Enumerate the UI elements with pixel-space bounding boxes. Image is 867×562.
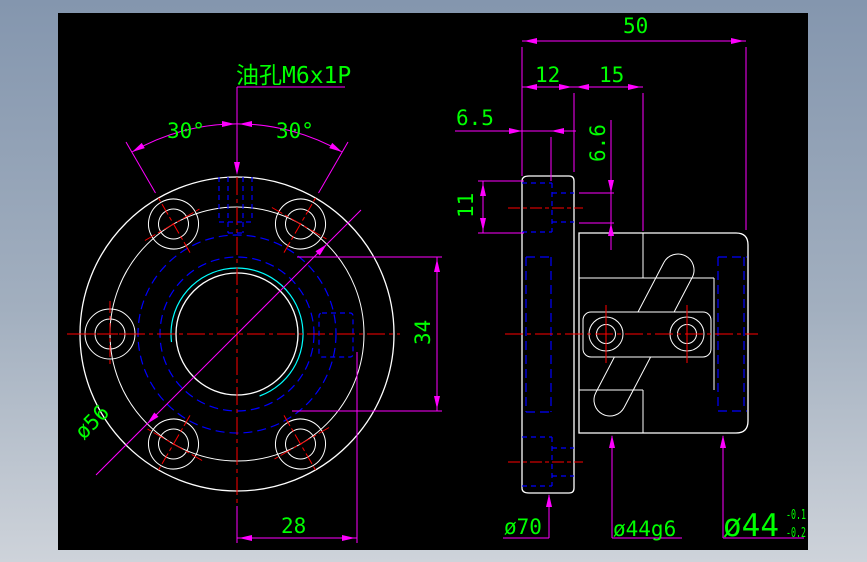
frame-right-border <box>808 0 867 562</box>
hole-offset-label[interactable]: 28 <box>281 514 306 538</box>
oil-hole-hidden-lines[interactable] <box>218 177 253 234</box>
pilot-dia-label[interactable]: ø44g6 <box>613 517 676 541</box>
cbore-dia-label[interactable]: 11 <box>454 193 478 218</box>
pilot-dia-leader[interactable] <box>609 435 682 539</box>
overall-length-dimension[interactable] <box>522 38 746 44</box>
bore-dia-label[interactable]: ø44 <box>723 508 779 544</box>
recess-width-label[interactable]: 34 <box>411 320 435 345</box>
flange-width-label[interactable]: 12 <box>535 63 560 87</box>
flange-hole-hidden-top[interactable] <box>522 182 574 233</box>
flange-plate-outline[interactable] <box>521 175 575 494</box>
thread-arc[interactable] <box>170 267 304 397</box>
hole-offset-dimension[interactable] <box>236 352 358 543</box>
side-view[interactable] <box>505 175 758 494</box>
extension-lines[interactable] <box>521 47 747 231</box>
diagonal-slot[interactable] <box>593 253 695 417</box>
drawing-area[interactable] <box>58 13 808 550</box>
overall-length-label[interactable]: 50 <box>623 14 648 38</box>
cbore-depth-label[interactable]: 6.5 <box>456 106 494 130</box>
bolt-circle-dimension[interactable] <box>95 209 362 476</box>
cbore-depth-dimension[interactable] <box>455 128 576 134</box>
angle-right-label[interactable]: 30° <box>276 119 314 143</box>
bore-tol-lower-label[interactable]: -0.2 <box>786 526 806 541</box>
bore-dia-leader[interactable] <box>720 435 804 539</box>
side-view-dimensions[interactable]: 50 12 15 6.5 6.6 <box>454 14 806 544</box>
flange-dia-leader[interactable] <box>503 494 552 539</box>
angle-dimension[interactable] <box>125 121 349 194</box>
flange-dia-label[interactable]: ø70 <box>504 515 542 539</box>
flange-hole-hidden-bottom[interactable] <box>522 436 574 487</box>
slot-hidden-rect[interactable] <box>318 312 354 358</box>
body-step-label[interactable]: 15 <box>599 63 624 87</box>
oil-hole-label[interactable]: 油孔M6x1P <box>236 63 351 89</box>
hole-dia-dimension[interactable] <box>579 120 614 250</box>
hole-dia-label[interactable]: 6.6 <box>586 124 610 162</box>
frame-left-border <box>0 0 58 562</box>
body-inner-edges[interactable] <box>579 233 715 433</box>
bore-tol-upper-label[interactable]: -0.1 <box>786 508 806 523</box>
bolt-hole[interactable] <box>255 179 345 269</box>
body-outline[interactable] <box>578 232 749 434</box>
angle-left-label[interactable]: 30° <box>167 119 205 143</box>
bolt-hole[interactable] <box>128 399 218 489</box>
oil-hole-leader[interactable] <box>234 86 345 175</box>
bolt-hole[interactable] <box>255 399 345 489</box>
flange-width-dimension[interactable] <box>522 84 643 90</box>
front-view[interactable] <box>67 176 400 505</box>
frame-top-border <box>0 0 867 13</box>
cbore-dia-dimension[interactable] <box>478 180 524 234</box>
recess-width-dimension[interactable] <box>292 256 442 412</box>
frame-bottom-border <box>0 550 867 562</box>
bolt-hole[interactable] <box>128 179 218 269</box>
